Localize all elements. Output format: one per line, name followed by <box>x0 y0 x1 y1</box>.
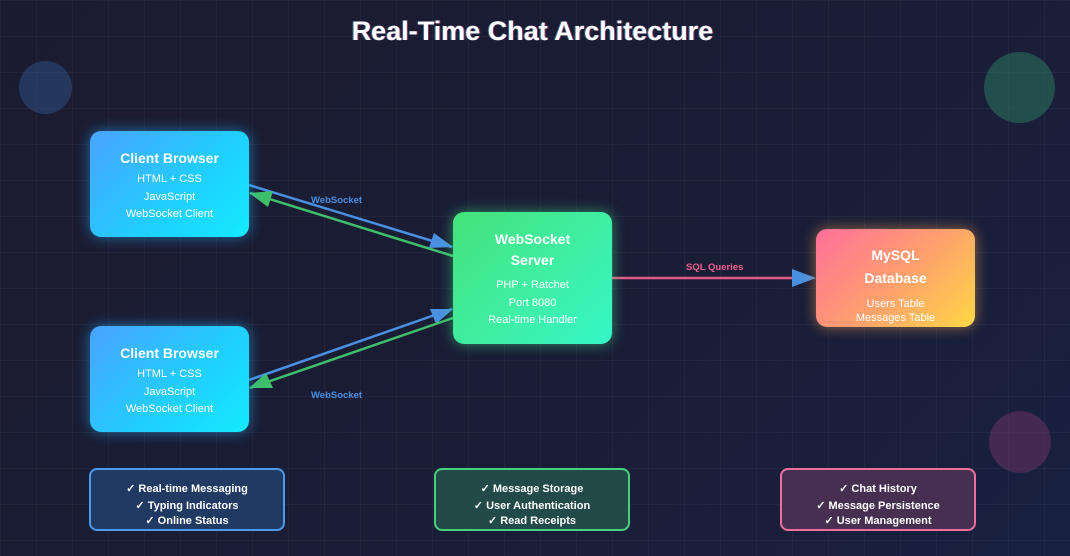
node-detail: PHP + Ratchet <box>496 279 569 291</box>
feature-box-server: ✓ Message Storage ✓ User Authentication … <box>434 468 630 531</box>
feature-box-client: ✓ Real-time Messaging ✓ Typing Indicator… <box>89 468 285 531</box>
node-detail: Messages Table <box>855 312 936 324</box>
arrow-client1-to-server <box>248 183 453 249</box>
node-title-line2: Database <box>864 270 927 286</box>
node-detail: HTML + CSS <box>137 368 202 380</box>
feature-item: ✓ Read Receipts <box>487 515 577 527</box>
feature-item: ✓ Message Persistence <box>816 500 940 512</box>
node-title-line1: WebSocket <box>494 231 571 247</box>
feature-item: ✓ Real-time Messaging <box>126 483 248 495</box>
node-websocket-server[interactable]: WebSocket Server PHP + Ratchet Port 8080… <box>453 212 612 344</box>
feature-item: ✓ Chat History <box>839 483 917 495</box>
node-detail: HTML + CSS <box>137 173 202 185</box>
node-title: Client Browser <box>120 345 219 361</box>
label-websocket-bottom: WebSocket <box>311 390 363 401</box>
node-title: Client Browser <box>120 150 219 166</box>
node-detail: JavaScript <box>143 190 196 203</box>
arrow-head-client2-to-server <box>430 309 453 324</box>
decorative-orb-pink <box>989 411 1051 473</box>
node-detail: Users Table <box>866 298 925 310</box>
arrow-head-server-to-client2 <box>249 373 273 388</box>
arrow-head-server-to-database <box>792 269 816 287</box>
label-websocket-top: WebSocket <box>311 195 363 206</box>
node-title-line2: Server <box>510 252 555 268</box>
node-detail: Real-time Handler <box>488 314 577 326</box>
node-detail: JavaScript <box>143 385 196 398</box>
arrow-server-to-client2 <box>249 316 454 390</box>
node-detail: Port 8080 <box>508 296 557 309</box>
feature-item: ✓ Typing Indicators <box>135 500 239 512</box>
feature-item: ✓ User Authentication <box>473 500 591 512</box>
arrow-head-server-to-client1 <box>249 191 273 207</box>
feature-box-database: ✓ Chat History ✓ Message Persistence ✓ U… <box>780 468 976 531</box>
decorative-orb-blue <box>19 61 72 114</box>
node-detail: WebSocket Client <box>125 403 214 415</box>
node-client-browser-1[interactable]: Client Browser HTML + CSS JavaScript Web… <box>90 131 249 237</box>
node-mysql-database[interactable]: MySQL Database Users Table Messages Tabl… <box>816 229 975 327</box>
decorative-orb-green <box>984 52 1055 123</box>
diagram-title: Real-Time Chat Architecture <box>351 16 714 46</box>
feature-item: ✓ Message Storage <box>480 483 584 495</box>
node-detail: WebSocket Client <box>125 208 214 220</box>
arrow-client2-to-server <box>248 307 453 382</box>
arrow-server-to-client1 <box>249 191 454 258</box>
feature-item: ✓ User Management <box>824 515 932 527</box>
arrow-head-client1-to-server <box>429 233 453 248</box>
label-sql-queries: SQL Queries <box>686 262 744 273</box>
feature-item: ✓ Online Status <box>145 515 229 527</box>
node-client-browser-2[interactable]: Client Browser HTML + CSS JavaScript Web… <box>90 326 249 432</box>
node-title-line1: MySQL <box>871 247 920 263</box>
